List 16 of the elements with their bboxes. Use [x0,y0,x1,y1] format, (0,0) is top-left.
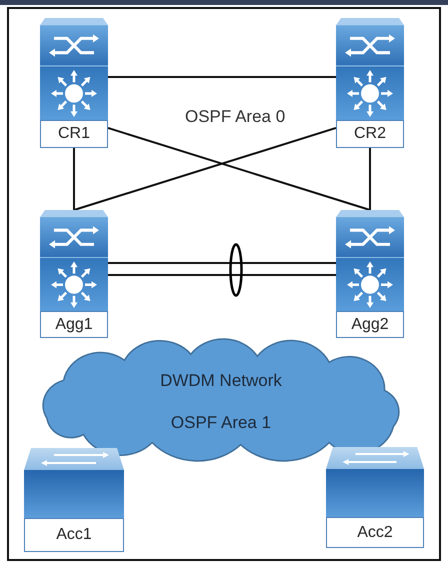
link-line [108,274,336,276]
link-line [108,76,336,78]
device-label: Acc2 [326,517,424,548]
link-line [74,127,336,211]
area-label: OSPF Area 0 [185,107,286,127]
link-line [73,148,75,210]
device-label: Agg1 [40,311,108,338]
link-line [108,262,336,264]
device-label: CR1 [40,120,108,148]
cloud-label: DWDM Network [160,371,282,391]
cloud-label: OSPF Area 1 [170,413,272,433]
device-label: Acc1 [24,518,124,552]
link-line [108,127,370,211]
device-label: CR2 [336,120,404,148]
link-line [369,148,371,210]
device-label: Agg2 [336,311,404,338]
